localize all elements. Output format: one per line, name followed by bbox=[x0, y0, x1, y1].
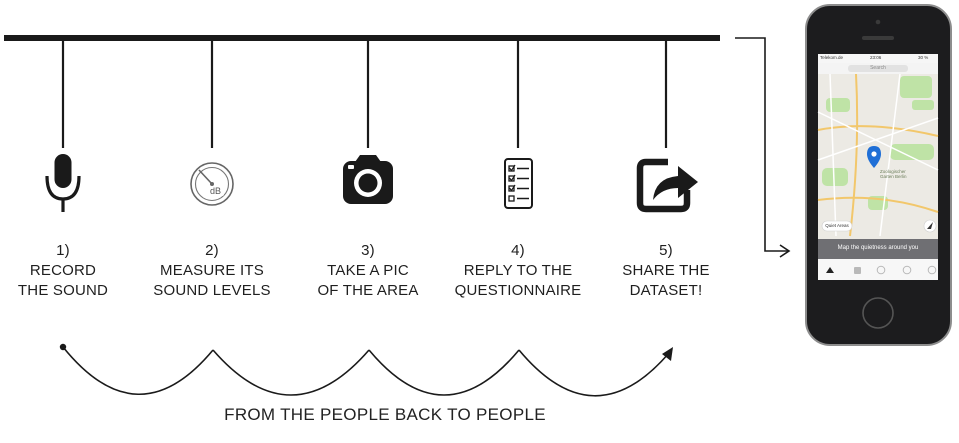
step-5-number: 5) bbox=[659, 242, 673, 259]
cycle-end-arrow bbox=[662, 347, 673, 361]
step-4-line1: REPLY TO THE bbox=[463, 262, 573, 279]
cycle-start-dot bbox=[59, 343, 67, 351]
step-2-line2: SOUND LEVELS bbox=[153, 282, 271, 299]
phone-quiet-areas-button[interactable]: Quiet Areas bbox=[825, 223, 849, 228]
phone-banner[interactable]: Map the quietness around you bbox=[837, 245, 919, 251]
step-5-line1: SHARE THE bbox=[622, 262, 710, 279]
step-4-number: 4) bbox=[511, 242, 525, 259]
cycle-arcs bbox=[62, 346, 670, 397]
step-1-number: 1) bbox=[56, 242, 70, 259]
step-1-label: 1) RECORD THE SOUND bbox=[0, 241, 138, 301]
step-4-label: 4) REPLY TO THE QUESTIONNAIRE bbox=[443, 241, 593, 301]
decibel-meter-icon bbox=[190, 162, 234, 206]
step-3-label: 3) TAKE A PIC OF THE AREA bbox=[293, 241, 443, 301]
step-3-line1: TAKE A PIC bbox=[327, 262, 409, 279]
connector-lines bbox=[61, 40, 668, 148]
phone-connector-arrow bbox=[735, 37, 791, 258]
share-icon bbox=[636, 158, 698, 213]
footer-caption: FROM THE PEOPLE BACK TO PEOPLE bbox=[224, 405, 546, 424]
step-5-line2: DATASET! bbox=[629, 282, 703, 299]
checklist-icon bbox=[504, 158, 533, 209]
step-4-line2: QUESTIONNAIRE bbox=[454, 282, 582, 299]
step-5-label: 5) SHARE THE DATASET! bbox=[591, 241, 741, 301]
camera-icon bbox=[343, 155, 393, 204]
phone-status-time: 23:06 bbox=[870, 55, 882, 60]
step-2-label: 2) MEASURE ITS SOUND LEVELS bbox=[137, 241, 287, 301]
step-2-line1: MEASURE ITS bbox=[160, 262, 264, 279]
step-1-line1: RECORD bbox=[29, 262, 97, 279]
microphone-icon bbox=[45, 154, 81, 212]
step-1-line2: THE SOUND bbox=[17, 282, 109, 299]
phone-status-battery: 30 % bbox=[918, 55, 929, 60]
phone-status-carrier: Telekom.de bbox=[820, 55, 844, 60]
meter-label: dB bbox=[209, 186, 221, 196]
step-3-line2: OF THE AREA bbox=[317, 282, 419, 299]
phone-mockup bbox=[805, 4, 952, 346]
step-3-number: 3) bbox=[361, 242, 375, 259]
step-2-number: 2) bbox=[205, 242, 219, 259]
phone-map-place-label: Zoologischer Garten Berlin bbox=[880, 169, 907, 179]
phone-search-field[interactable]: Search bbox=[870, 65, 886, 71]
